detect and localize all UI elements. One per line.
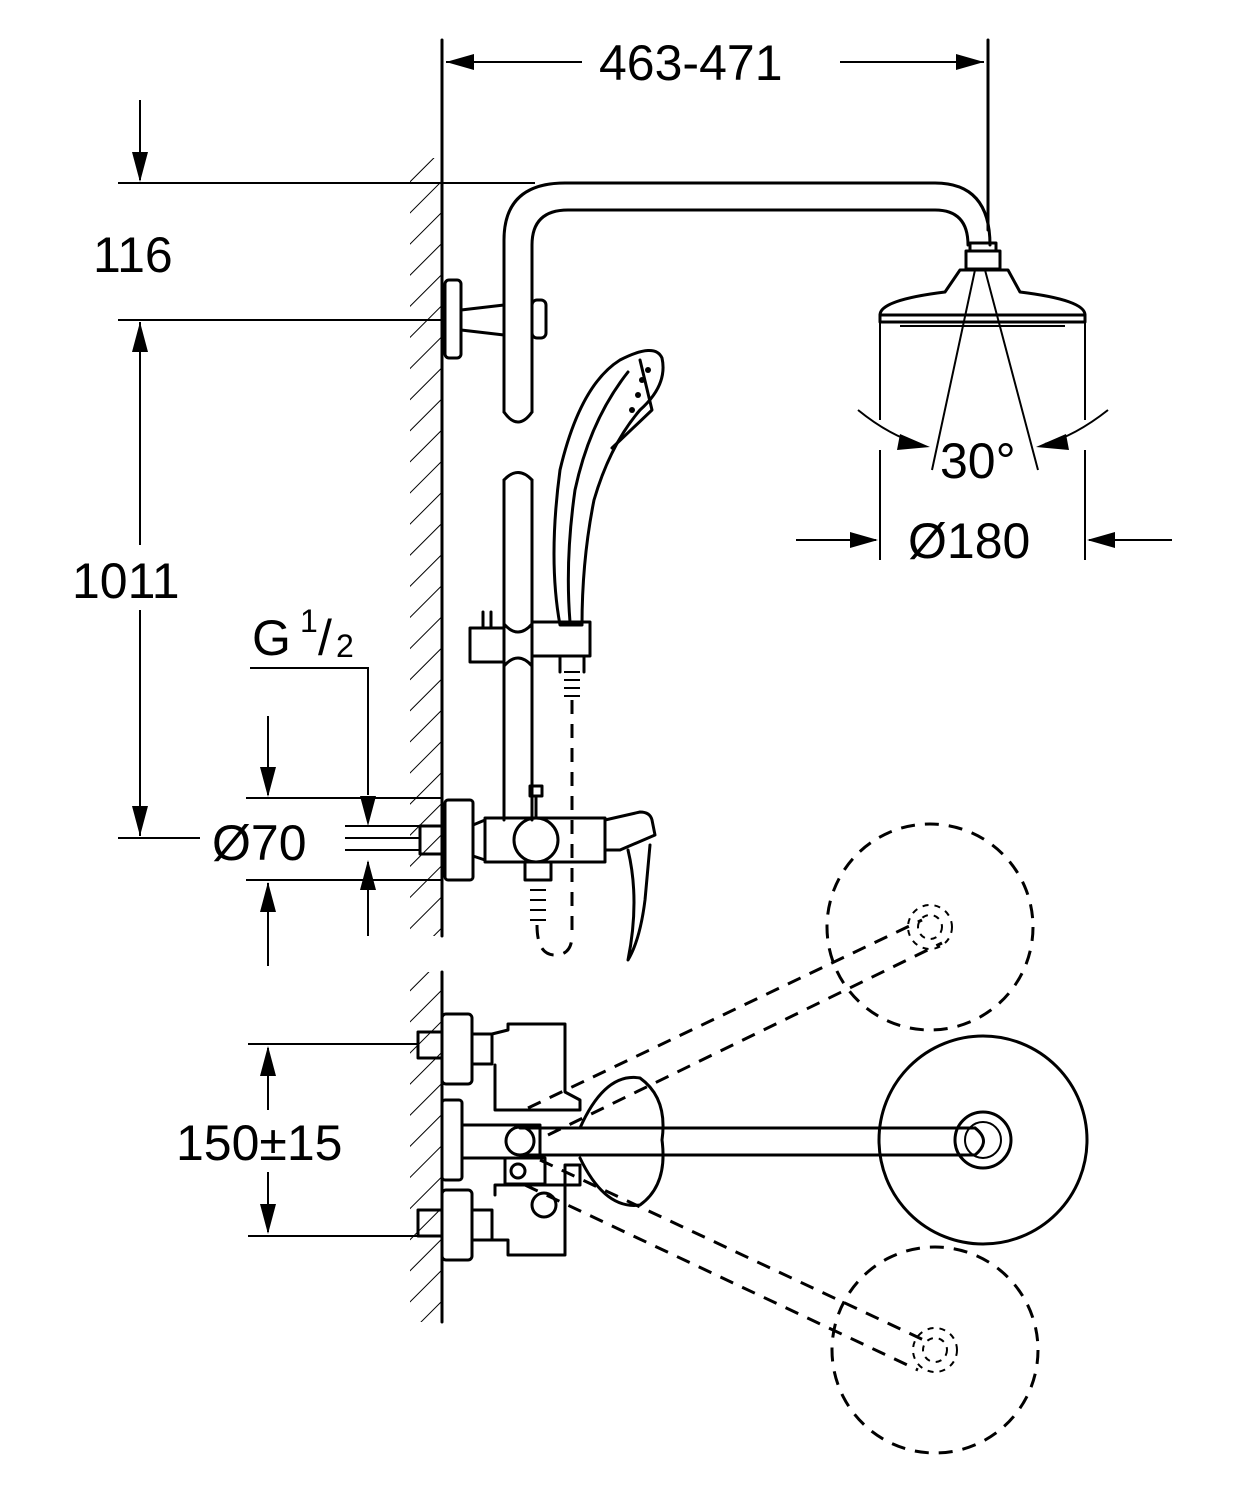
head-diameter-label: Ø180 [908,513,1030,569]
shower-arm [502,181,992,414]
spray-angle: 30° [857,269,1109,489]
mixer-valve [418,784,657,962]
dimension-top-offset: 116 [93,100,535,321]
top-view-swing-lower [524,1158,1040,1455]
width-range-label: 463-471 [599,35,783,91]
hand-shower [552,349,665,627]
dimension-flange: Ø70 [212,716,442,966]
tilt-angle-label: 30° [940,433,1016,489]
dimension-inlet-spacing: 150±15 [176,1043,418,1237]
shower-rail [502,410,534,822]
top-view-head [518,1034,1089,1246]
wall-bracket-upper [443,278,548,360]
wall-side-view [410,38,444,938]
dimension-rail-height: 1011 [72,322,200,839]
dimension-head-diameter: Ø180 [796,450,1172,569]
shower-slider [468,610,592,935]
wall-top-view [410,970,444,1324]
flange-diameter-label: Ø70 [212,815,307,871]
thread-numerator: 1 [300,603,318,639]
dimension-width: 463-471 [446,35,990,232]
rail-height-label: 1011 [72,553,180,609]
thread-callout: G 1 / 2 [250,603,376,936]
inlet-spacing-label: 150±15 [176,1115,342,1171]
thread-letter: G [252,610,291,666]
shower-head-side [878,241,1087,420]
thread-slash: / [318,610,332,666]
top-offset-label: 116 [93,227,173,283]
thread-denominator: 2 [336,628,354,664]
top-view-swing-upper [527,822,1035,1137]
top-view-mixer [416,1012,665,1262]
